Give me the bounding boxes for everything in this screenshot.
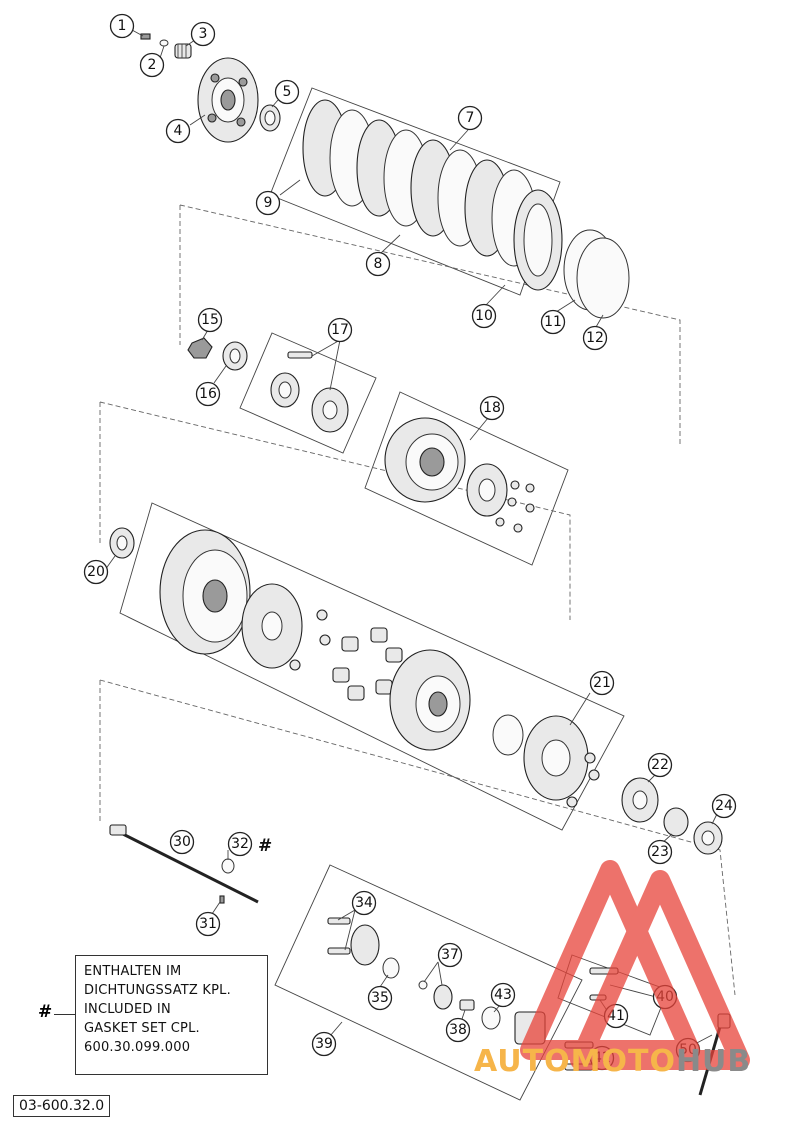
watermark-triangle-right <box>570 870 750 1070</box>
svg-text:38: 38 <box>449 1022 467 1038</box>
group-outlines <box>99 87 736 1101</box>
svg-text:34: 34 <box>355 895 373 911</box>
svg-text:39: 39 <box>315 1036 333 1052</box>
hash-mark-32: # <box>258 836 272 856</box>
hub-nut-and-washer <box>187 337 248 371</box>
svg-text:16: 16 <box>199 386 217 402</box>
svg-text:17: 17 <box>331 322 349 338</box>
callout-4: 4 <box>165 118 191 144</box>
svg-text:21: 21 <box>593 675 611 691</box>
svg-text:35: 35 <box>371 990 389 1006</box>
callout-10: 10 <box>471 303 497 329</box>
callout-20: 20 <box>83 559 109 585</box>
callout-37: 37 <box>437 942 463 968</box>
svg-text:5: 5 <box>283 84 292 100</box>
svg-text:24: 24 <box>715 798 733 814</box>
callout-5: 5 <box>274 79 300 105</box>
watermark-text-automoto: AUTOMOTO <box>474 1044 676 1079</box>
note-line: INCLUDED IN <box>84 1002 171 1017</box>
callout-43: 43 <box>490 982 516 1008</box>
svg-text:10: 10 <box>475 308 493 324</box>
watermark-logo <box>520 860 750 1070</box>
svg-text:31: 31 <box>199 916 217 932</box>
svg-text:9: 9 <box>264 195 273 211</box>
callout-31: 31 <box>195 911 221 937</box>
clutch-springs-and-pressure-plate <box>140 33 281 143</box>
callout-35: 35 <box>367 985 393 1011</box>
svg-text:12: 12 <box>586 330 604 346</box>
callout-32: 32 <box>227 831 253 857</box>
callout-30: 30 <box>169 829 195 855</box>
gear-bearing-washer <box>621 777 723 855</box>
callout-3: 3 <box>190 21 216 47</box>
callout-23: 23 <box>647 839 673 865</box>
svg-text:15: 15 <box>201 312 219 328</box>
callout-7: 7 <box>457 105 483 131</box>
svg-text:43: 43 <box>494 987 512 1003</box>
callout-12: 12 <box>582 325 608 351</box>
svg-text:2: 2 <box>148 57 157 73</box>
callout-9: 9 <box>255 190 281 216</box>
callout-21: 21 <box>589 670 615 696</box>
callout-34: 34 <box>351 890 377 916</box>
gasket-set-note: ENTHALTEN IM DICHTUNGSSATZ KPL. INCLUDED… <box>75 955 268 1075</box>
callout-11: 11 <box>540 309 566 335</box>
note-line: ENTHALTEN IM <box>84 964 182 979</box>
svg-text:8: 8 <box>374 256 383 272</box>
callout-18: 18 <box>479 395 505 421</box>
svg-text:22: 22 <box>651 757 669 773</box>
callout-1: 1 <box>109 13 135 39</box>
svg-text:23: 23 <box>651 844 669 860</box>
note-leader <box>54 1014 75 1015</box>
svg-text:30: 30 <box>173 834 191 850</box>
note-line: 600.30.099.000 <box>84 1040 191 1055</box>
note-line: DICHTUNGSSATZ KPL. <box>84 983 231 998</box>
svg-text:32: 32 <box>231 836 249 852</box>
watermark-text: AUTOMOTOHUB <box>474 1044 751 1079</box>
svg-text:37: 37 <box>441 947 459 963</box>
svg-text:7: 7 <box>466 110 475 126</box>
callout-15: 15 <box>197 307 223 333</box>
clutch-disc-stack <box>302 99 630 319</box>
watermark-text-hub: HUB <box>675 1044 752 1079</box>
clutch-inner-hub <box>384 417 535 533</box>
note-line: GASKET SET CPL. <box>84 1021 200 1036</box>
reference-code: 03-600.32.0 <box>13 1095 111 1117</box>
callout-8: 8 <box>365 251 391 277</box>
svg-text:1: 1 <box>118 18 127 34</box>
outer-basket-and-primary-gear <box>109 527 600 808</box>
callout-17: 17 <box>327 317 353 343</box>
callout-39: 39 <box>311 1031 337 1057</box>
svg-text:3: 3 <box>199 26 208 42</box>
note-hash-mark: # <box>38 1002 53 1022</box>
callout-2: 2 <box>139 52 165 78</box>
callout-38: 38 <box>445 1017 471 1043</box>
svg-text:18: 18 <box>483 400 501 416</box>
damper-assembly <box>270 351 349 433</box>
svg-text:20: 20 <box>87 564 105 580</box>
callout-16: 16 <box>195 381 221 407</box>
callout-24: 24 <box>711 793 737 819</box>
svg-text:4: 4 <box>174 123 183 139</box>
callout-22: 22 <box>647 752 673 778</box>
svg-text:11: 11 <box>544 314 562 330</box>
